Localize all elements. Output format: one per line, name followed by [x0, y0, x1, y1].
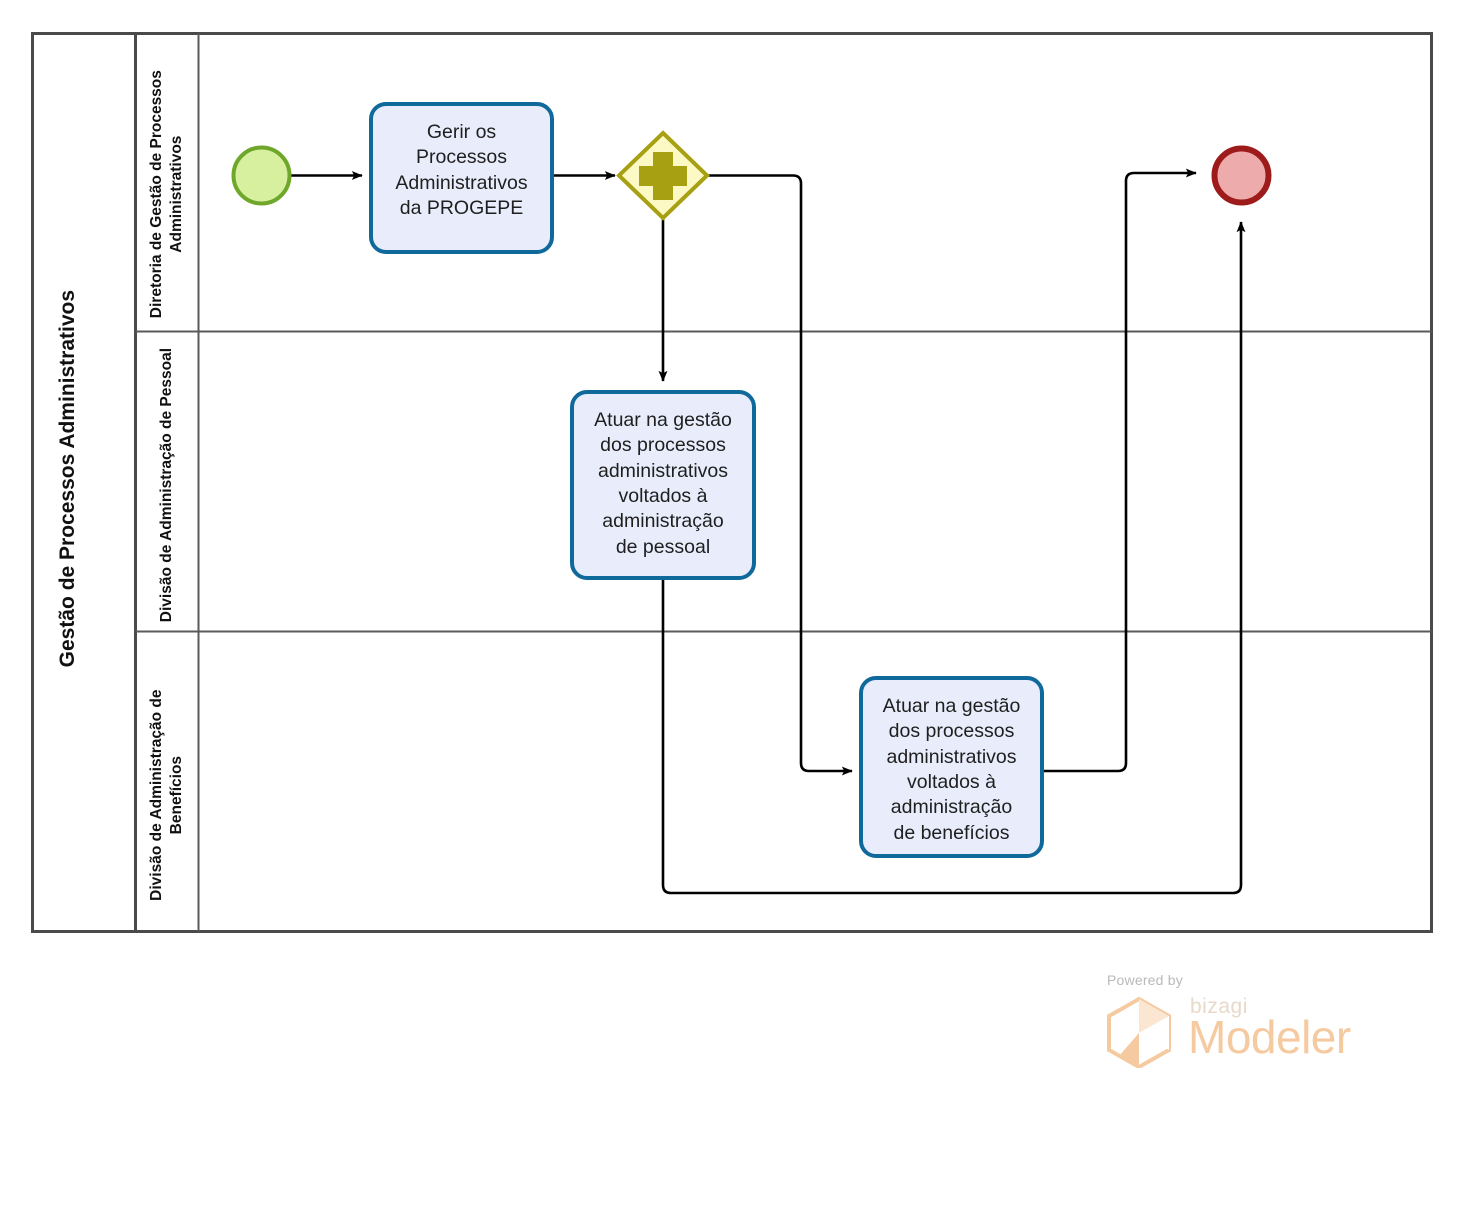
task-gestao-beneficios	[859, 676, 1044, 858]
end-event	[1211, 145, 1272, 206]
bizagi-brand-label: bizagi	[1190, 995, 1248, 1018]
bizagi-hexagon-icon	[1107, 996, 1171, 1068]
sequence-flows	[291, 168, 1246, 895]
modeler-product-label: Modeler	[1188, 1011, 1351, 1063]
task-gerir-processos	[369, 102, 554, 254]
flow-beneficios-to-end	[1042, 168, 1197, 773]
flow-gateway-to-beneficios	[707, 174, 853, 776]
parallel-gateway	[616, 130, 710, 221]
task-gestao-pessoal	[570, 390, 756, 580]
powered-by-label: Powered by	[1107, 972, 1183, 988]
flow-pessoal-to-end	[661, 221, 1246, 895]
start-event	[231, 145, 292, 206]
bizagi-watermark: Powered by bizagi Modeler	[1098, 972, 1368, 1072]
